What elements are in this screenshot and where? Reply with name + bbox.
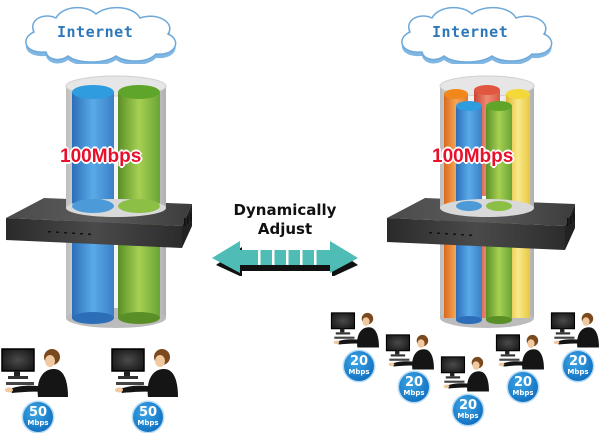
user-workstation xyxy=(0,345,70,397)
pipe-pass-through xyxy=(66,196,166,217)
bandwidth-badge: 50 Mbps xyxy=(133,402,163,432)
bandwidth-unit: Mbps xyxy=(137,419,159,427)
user-at-computer-icon xyxy=(330,312,379,348)
bandwidth-value: 20 xyxy=(349,354,369,369)
user-at-computer-icon xyxy=(550,312,599,348)
pipe-pass-through xyxy=(440,196,534,217)
bandwidth-unit: Mbps xyxy=(403,389,425,397)
user-workstation xyxy=(330,310,380,348)
label-line-1: Dynamically xyxy=(233,201,337,219)
bandwidth-value: 20 xyxy=(568,354,588,369)
bidirectional-arrow-icon xyxy=(212,241,358,276)
bandwidth-value: 50 xyxy=(28,405,48,420)
user-workstation xyxy=(440,354,490,392)
user-at-computer-icon xyxy=(385,334,434,370)
user-at-computer-icon xyxy=(440,356,489,392)
user-at-computer-icon xyxy=(111,348,178,397)
user-workstation xyxy=(385,332,435,370)
bandwidth-unit: Mbps xyxy=(457,412,479,420)
pipe-speed-label: 100Mbps xyxy=(432,146,514,167)
cloud-label: Internet xyxy=(432,23,509,41)
bandwidth-unit: Mbps xyxy=(27,419,49,427)
user-at-computer-icon xyxy=(495,334,544,370)
dynamic-adjust-label: Dynamically Adjust xyxy=(205,201,365,239)
internet-cloud-icon xyxy=(401,6,553,64)
cloud-label: Internet xyxy=(57,23,134,41)
internet-cloud-icon xyxy=(25,6,177,64)
user-workstation xyxy=(110,345,180,397)
bandwidth-unit: Mbps xyxy=(567,368,589,376)
bandwidth-badge: 20 Mbps xyxy=(563,351,593,381)
label-line-2: Adjust xyxy=(257,220,313,238)
bandwidth-value: 50 xyxy=(138,405,158,420)
bandwidth-unit: Mbps xyxy=(348,368,370,376)
user-workstation xyxy=(495,332,545,370)
bandwidth-badge: 20 Mbps xyxy=(508,372,538,402)
bandwidth-badge: 20 Mbps xyxy=(399,372,429,402)
bandwidth-badge: 20 Mbps xyxy=(344,351,374,381)
bandwidth-unit: Mbps xyxy=(512,389,534,397)
bandwidth-badge: 50 Mbps xyxy=(23,402,53,432)
user-workstation xyxy=(550,310,600,348)
bandwidth-value: 20 xyxy=(513,375,533,390)
pipe-speed-label: 100Mbps xyxy=(60,146,142,167)
bandwidth-badge: 20 Mbps xyxy=(453,395,483,425)
bandwidth-value: 20 xyxy=(404,375,424,390)
bandwidth-value: 20 xyxy=(458,398,478,413)
user-at-computer-icon xyxy=(1,348,68,397)
